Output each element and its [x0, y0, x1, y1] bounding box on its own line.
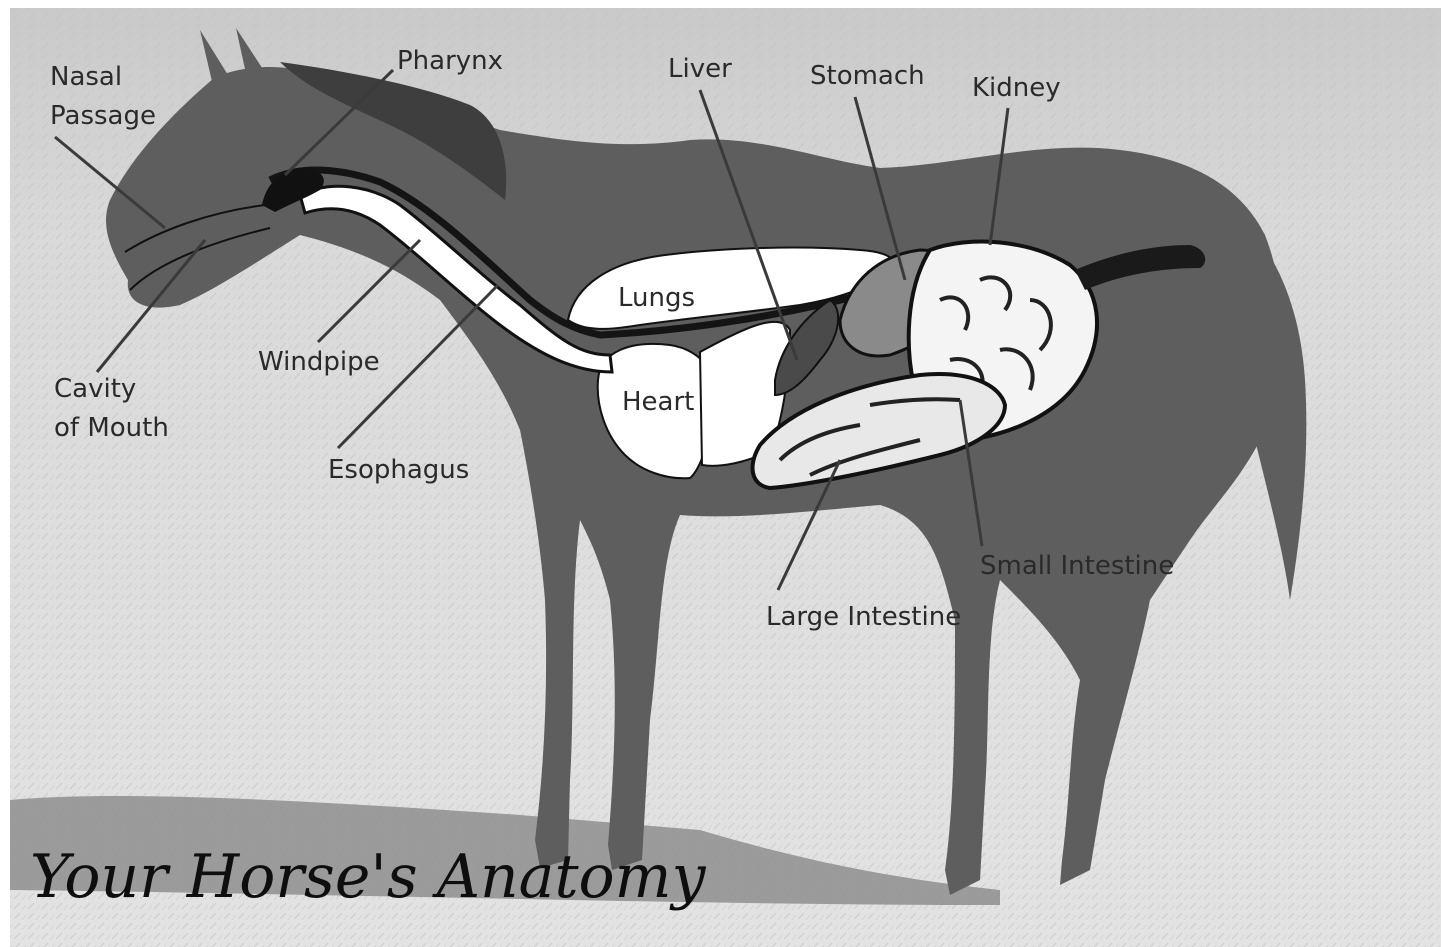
- label-nasal-passage-line2: Passage: [50, 97, 156, 136]
- label-pharynx: Pharynx: [397, 42, 503, 81]
- label-nasal-passage: Nasal Passage: [50, 58, 156, 136]
- label-cavity-of-mouth-line2: of Mouth: [54, 409, 169, 448]
- label-stomach: Stomach: [810, 57, 925, 96]
- label-windpipe: Windpipe: [258, 343, 380, 382]
- diagram-title: Your Horse's Anatomy: [30, 842, 705, 912]
- label-esophagus: Esophagus: [328, 451, 469, 490]
- label-small-intestine: Small Intestine: [980, 547, 1174, 586]
- label-cavity-of-mouth-line1: Cavity: [54, 370, 169, 409]
- label-kidney: Kidney: [972, 69, 1061, 108]
- label-nasal-passage-line1: Nasal: [50, 58, 156, 97]
- label-cavity-of-mouth: Cavity of Mouth: [54, 370, 169, 448]
- label-lungs: Lungs: [618, 279, 695, 318]
- label-heart: Heart: [622, 383, 694, 422]
- label-large-intestine: Large Intestine: [766, 598, 961, 637]
- label-liver: Liver: [668, 50, 732, 89]
